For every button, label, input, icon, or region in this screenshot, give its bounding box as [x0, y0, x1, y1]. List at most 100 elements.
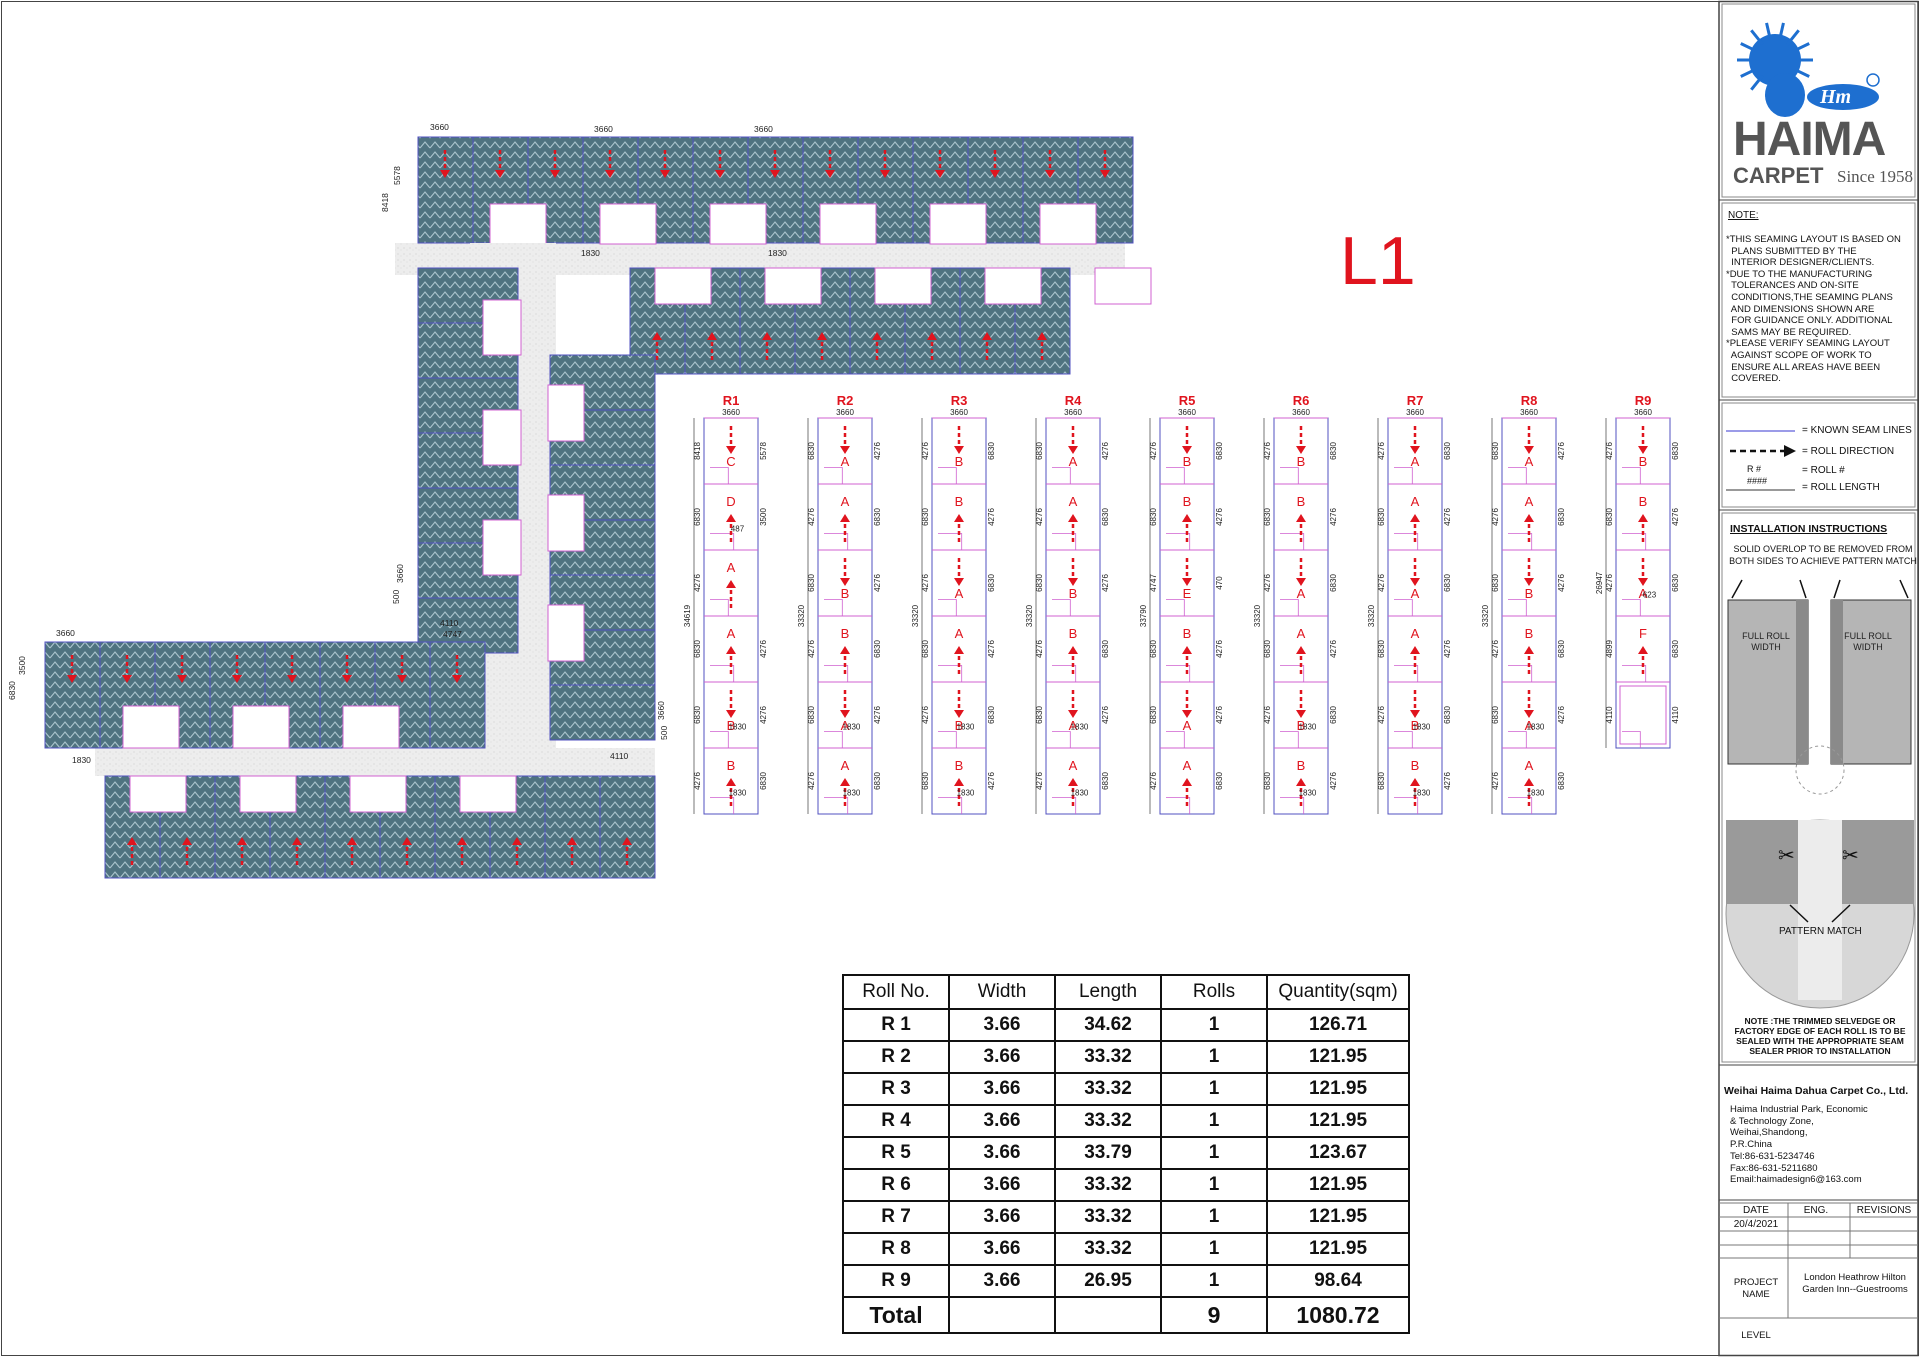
segment-sub-length: 6830 [1557, 640, 1566, 658]
segment-sub-length: 4276 [1671, 508, 1680, 526]
lion-ray [1792, 67, 1810, 78]
segment-length: 4276 [693, 574, 702, 592]
arrow-head [1037, 332, 1047, 340]
roll-width-label: 3660 [1634, 408, 1652, 417]
roll-direction-arrow-icon [1524, 558, 1534, 586]
segment-letter: A [1069, 494, 1078, 509]
arrow-head [1524, 578, 1534, 586]
segment-sub-length: 6830 [1671, 574, 1680, 592]
segment-length: 6830 [921, 640, 930, 658]
room-cutout [459, 775, 517, 813]
installation-text: SOLID OVERLOP TO BE REMOVED FROM BOTH SI… [1729, 544, 1917, 566]
segment-length: 6830 [1149, 508, 1158, 526]
pattern-arrow-left [1789, 904, 1809, 923]
plan-dim: 1830 [768, 248, 787, 258]
roll-direction-arrow-icon [880, 150, 890, 178]
segment-letter: A [1069, 718, 1078, 733]
arrow-head [840, 446, 850, 454]
plan-dim: 6830 [7, 681, 17, 700]
plan-dim: 5578 [392, 166, 402, 185]
install-frame [1721, 512, 1916, 1063]
legend-roll-label: = ROLL # [1802, 465, 1845, 476]
segment-length: 6830 [1149, 706, 1158, 724]
arrow-head [954, 646, 964, 654]
segment-notch-dim: 1830 [957, 789, 975, 798]
segment-sub-length: 4276 [1101, 706, 1110, 724]
segment-letter: A [955, 626, 964, 641]
roll-direction-arrow-icon [1037, 332, 1047, 360]
segment-notch-dim: 1830 [1071, 723, 1089, 732]
segment-sub-length: 4276 [873, 442, 882, 460]
note-line: AGAINST SCOPE OF WORK TO [1726, 349, 1872, 361]
company-name: Weihai Haima Dahua Carpet Co., Ltd. [1724, 1085, 1909, 1097]
segment-letter: A [1183, 758, 1192, 773]
segment-sub-length: 5578 [759, 442, 768, 460]
roll-direction-arrow-icon [605, 150, 615, 178]
roll-total-length: 33790 [1139, 604, 1148, 627]
cut-outline [1166, 731, 1185, 748]
plan-dim: 3660 [594, 124, 613, 134]
cut-outline [824, 599, 843, 616]
full-roll-left [1727, 599, 1809, 765]
segment-length: 6830 [1605, 508, 1614, 526]
segment-length: 4276 [921, 442, 930, 460]
address-line: Weihai,Shandong, [1730, 1127, 1808, 1139]
logo-carpet-text: CARPET [1733, 163, 1824, 188]
cut-outline [824, 665, 849, 682]
roll-direction-arrow-icon [495, 150, 505, 178]
table-cell: 33.32 [1054, 1168, 1162, 1202]
table-cell: 1 [1160, 1200, 1268, 1234]
room-cutout [599, 203, 657, 245]
room-cutout [342, 705, 400, 749]
segment-length: 6830 [807, 706, 816, 724]
roll-direction-arrow-icon [1182, 558, 1192, 586]
roll-direction-arrow-icon [67, 655, 77, 683]
arrow-head [122, 675, 132, 683]
cut-outline [1622, 665, 1647, 682]
cut-outline [1052, 731, 1071, 748]
roll-width-label: 3660 [1292, 408, 1310, 417]
note-line: *PLEASE VERIFY SEAMING LAYOUT [1726, 338, 1890, 350]
table-cell: 1 [1160, 1136, 1268, 1170]
room-cutout [482, 299, 522, 356]
segment-letter: A [955, 586, 964, 601]
cut-outline [1394, 665, 1419, 682]
arrow-head [840, 514, 850, 522]
segment-length: 4276 [1263, 442, 1272, 460]
segment-sub-length: 6830 [987, 442, 996, 460]
roll-direction-arrow-icon [397, 655, 407, 683]
segment-sub-length: 6830 [1443, 574, 1452, 592]
segment-length: 6830 [693, 508, 702, 526]
legend-arrowhead-icon [1784, 445, 1796, 457]
level-label-large: L1 [1340, 223, 1416, 299]
project-name-value: London Heathrow Hilton Garden Inn--Guest… [1802, 1272, 1908, 1295]
cut-outline [1280, 599, 1299, 616]
segment-length: 6830 [693, 706, 702, 724]
arrow-head [567, 837, 577, 845]
arrow-head [726, 710, 736, 718]
cut-outline [1166, 533, 1191, 550]
arrow-head [726, 514, 736, 522]
plan-dim: 3660 [430, 122, 449, 132]
segment-letter: B [1411, 758, 1420, 773]
segment-length: 6830 [1035, 706, 1044, 724]
plan-dim: 3660 [656, 701, 666, 720]
note-list: *THIS SEAMING LAYOUT IS BASED ON PLANS S… [1726, 234, 1914, 385]
room-cutout [489, 203, 547, 245]
roll-direction-arrow-icon [1045, 150, 1055, 178]
roll-direction-arrow-icon [1638, 514, 1648, 542]
cut-outline [824, 797, 849, 814]
cut-outline [1622, 467, 1641, 484]
arrow-head [1296, 646, 1306, 654]
lion-ray [1777, 22, 1785, 41]
segment-sub-length: 4110 [1671, 706, 1680, 724]
roll-width-label: 3660 [836, 408, 854, 417]
arrow-head [726, 446, 736, 454]
cut-outline [1166, 797, 1191, 814]
